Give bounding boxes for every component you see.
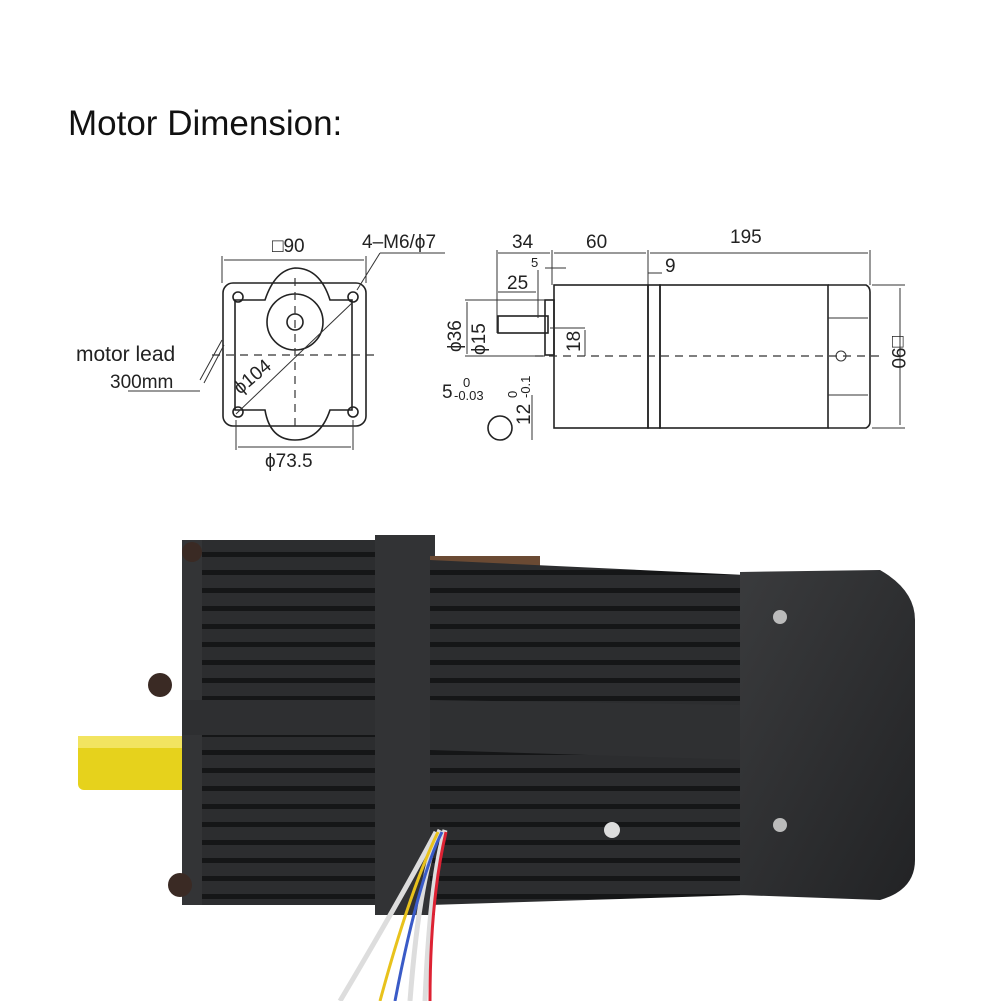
side-view: 34 60 195 5 25 9 ϕ36 ϕ15 18 □90 5 0 -0.0… xyxy=(442,227,908,441)
offset-label: 18 xyxy=(564,331,585,352)
key-length-label: 25 xyxy=(507,273,528,294)
front-view: □90 4–M6/ϕ7 ϕ104 ϕ73.5 motor lead 300mm xyxy=(76,232,445,472)
shaft-diameter-label: ϕ15 xyxy=(469,323,490,355)
key-width-label: 5 xyxy=(442,382,453,403)
page-title: Motor Dimension: xyxy=(68,104,343,143)
key-height-tol-lower: -0.1 xyxy=(518,376,533,398)
screw-icon xyxy=(773,818,787,832)
key-width-tol-lower: -0.03 xyxy=(454,388,484,403)
pcd-label: ϕ73.5 xyxy=(265,451,313,472)
boss-diameter-label: ϕ36 xyxy=(445,320,466,352)
square-size-label: □90 xyxy=(272,236,305,257)
motor-length-label: 195 xyxy=(730,227,762,248)
key-width-tol-upper: 0 xyxy=(463,375,470,390)
holes-label: 4–M6/ϕ7 xyxy=(362,232,436,253)
end-cap xyxy=(740,570,915,900)
key-height-tol-upper: 0 xyxy=(505,391,520,398)
shaft-length-label: 34 xyxy=(512,232,534,253)
diagonal-label: ϕ104 xyxy=(230,355,276,399)
motor-photo xyxy=(78,535,915,1001)
output-shaft xyxy=(78,736,188,790)
motor-lead-label: motor lead xyxy=(76,343,175,366)
key-height-label: 12 xyxy=(514,404,535,425)
flange-thickness-label: 5 xyxy=(531,255,538,270)
height-label: □90 xyxy=(887,336,908,369)
gap-label: 9 xyxy=(665,256,676,277)
lead-length-label: 300mm xyxy=(110,372,173,393)
screw-icon xyxy=(773,610,787,624)
gearbox-length-label: 60 xyxy=(586,232,607,253)
